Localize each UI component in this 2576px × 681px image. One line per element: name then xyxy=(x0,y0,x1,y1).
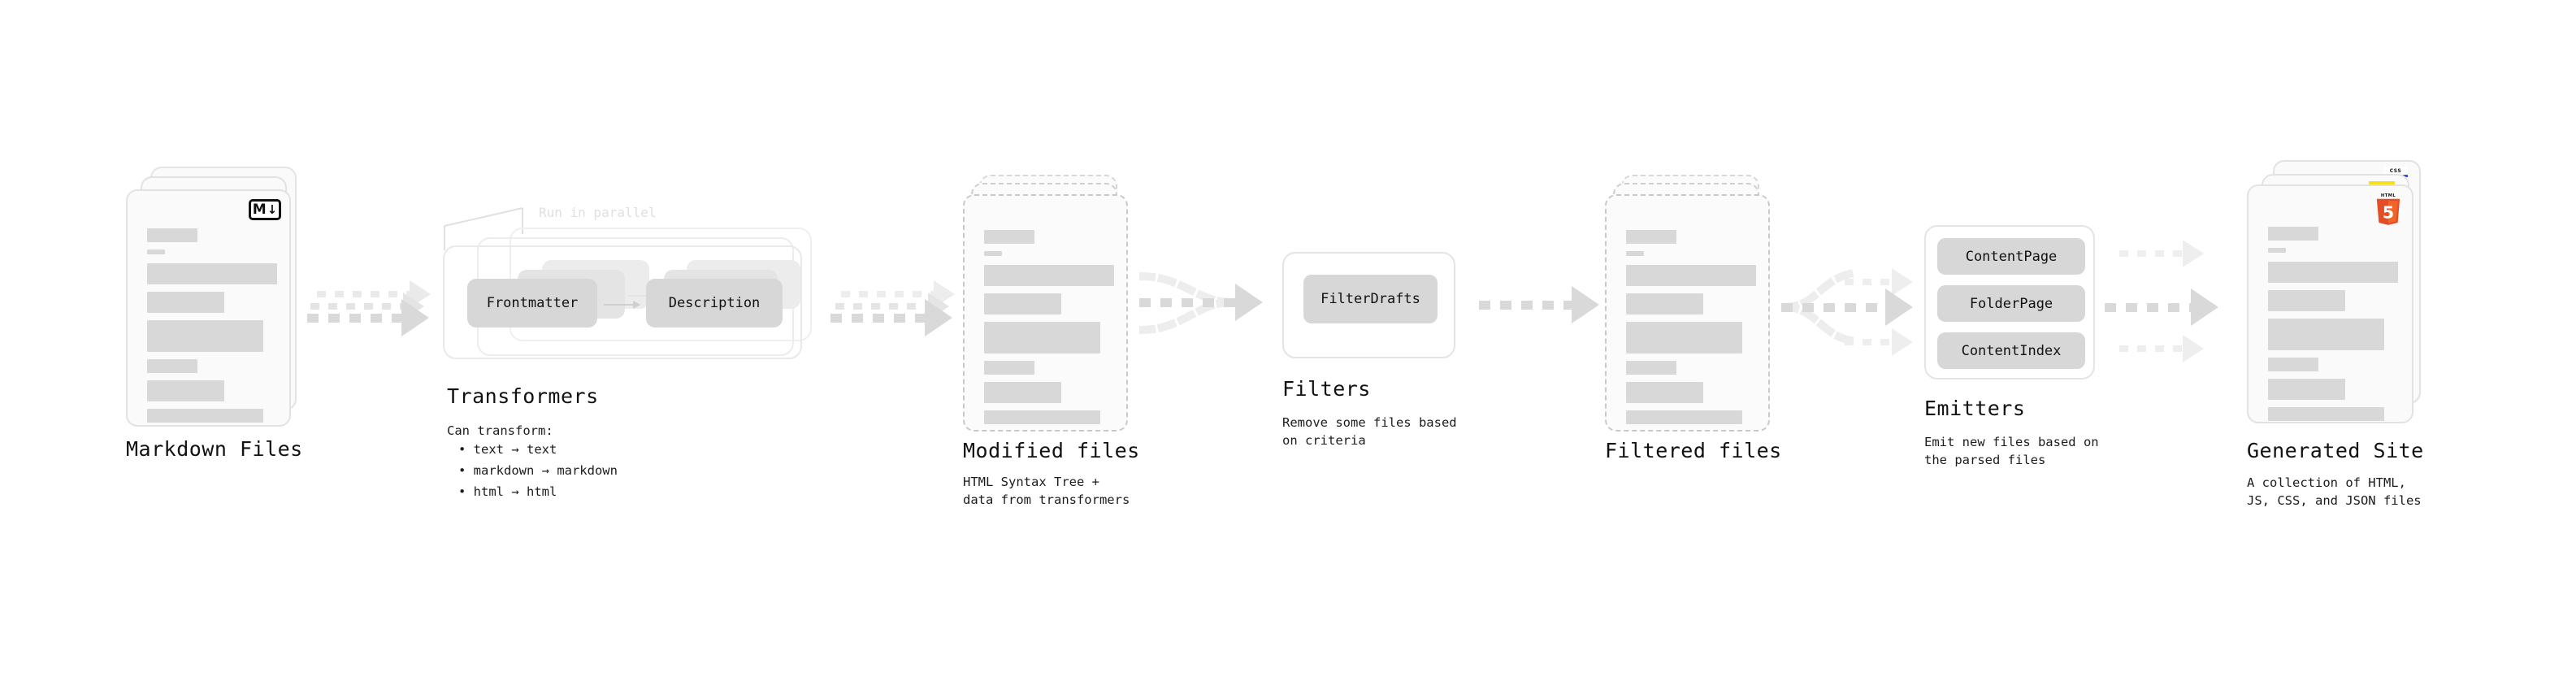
skeleton-bar xyxy=(2268,227,2318,241)
markdown-badge-icon: M ↓ xyxy=(249,199,281,220)
flow-arrow-6-top xyxy=(2119,240,2204,267)
emitters-sub: Emit new files based on the parsed files xyxy=(1924,435,2099,467)
filters-sub: Remove some files based on criteria xyxy=(1282,415,1457,448)
transformer-connector-front xyxy=(604,301,640,309)
emitter-chip-contentindex[interactable]: ContentIndex xyxy=(1937,332,2085,369)
emitters-caption: Emitters xyxy=(1924,397,2026,420)
modified-files-sub: HTML Syntax Tree + data from transformer… xyxy=(963,475,1130,507)
skeleton-bar xyxy=(1626,230,1676,244)
modified-sheet-front xyxy=(963,194,1128,432)
skeleton-bar xyxy=(147,359,197,373)
skeleton-bar xyxy=(984,251,1002,256)
flow-arrow-3-front xyxy=(1139,284,1263,321)
skeleton-bar xyxy=(2268,262,2398,283)
transformers-group: Run in parallel Frontmatter Description xyxy=(443,195,825,366)
skeleton-bar xyxy=(1626,322,1742,354)
transformers-sub-item-1: • markdown → markdown xyxy=(458,463,618,478)
markdown-sheet-front: M ↓ xyxy=(126,189,291,427)
skeleton-bar xyxy=(2268,290,2345,311)
skeleton-bar xyxy=(984,361,1034,375)
filtered-skeleton-bars xyxy=(1626,230,1756,432)
skeleton-bar xyxy=(147,249,165,254)
transformer-pill-frontmatter[interactable]: Frontmatter xyxy=(467,279,597,327)
skeleton-bar xyxy=(147,263,277,284)
filter-chip-filterdrafts[interactable]: FilterDrafts xyxy=(1303,275,1438,323)
skeleton-bar xyxy=(2268,358,2318,371)
markdown-files-caption: Markdown Files xyxy=(126,437,303,461)
css-badge-label: CSS xyxy=(2389,168,2402,174)
generated-site-sub: A collection of HTML, JS, CSS, and JSON … xyxy=(2247,475,2422,508)
skeleton-bar xyxy=(984,230,1034,244)
modified-files-caption: Modified files xyxy=(963,439,1140,462)
markdown-files-stack: M ↓ xyxy=(126,167,301,427)
skeleton-bar xyxy=(2268,248,2286,253)
flow-arrow-6-mid xyxy=(2105,288,2218,326)
filtered-files-stack xyxy=(1605,175,1780,435)
skeleton-bar xyxy=(984,410,1100,424)
generated-skeleton-bars xyxy=(2268,227,2398,428)
skeleton-bar xyxy=(1626,382,1703,403)
skeleton-bar xyxy=(1626,251,1644,256)
modified-skeleton-bars xyxy=(984,230,1114,432)
generated-site-caption: Generated Site xyxy=(2247,439,2424,462)
filtered-files-caption: Filtered files xyxy=(1605,439,1782,462)
skeleton-bar xyxy=(2268,379,2345,400)
flow-arrow-6-bottom xyxy=(2119,335,2204,362)
skeleton-bar xyxy=(984,322,1100,354)
generated-sheet-front: HTML 5 xyxy=(2247,184,2413,423)
skeleton-bar xyxy=(984,293,1061,314)
skeleton-bar xyxy=(147,380,224,401)
transformer-pill-description[interactable]: Description xyxy=(646,279,783,327)
markdown-badge-arrow: ↓ xyxy=(267,202,278,217)
emitters-box: ContentPage FolderPage ContentIndex xyxy=(1924,225,2095,380)
skeleton-bar xyxy=(1626,410,1742,424)
filters-box: FilterDrafts xyxy=(1282,252,1455,358)
transformers-caption: Transformers xyxy=(447,384,599,408)
transformer-panel-front xyxy=(443,245,802,359)
transformers-sub-item-0: • text → text xyxy=(458,442,557,457)
transformers-sub-item-2: • html → html xyxy=(458,484,557,499)
svg-text:HTML: HTML xyxy=(2381,193,2396,198)
skeleton-bar xyxy=(147,320,263,352)
flow-arrow-5-bottom xyxy=(1845,328,1913,356)
filters-caption: Filters xyxy=(1282,377,1371,401)
skeleton-bar xyxy=(984,382,1061,403)
skeleton-bar xyxy=(2268,319,2384,350)
skeleton-bar xyxy=(1626,361,1676,375)
skeleton-bar xyxy=(2268,407,2384,421)
flow-arrow-5-mid xyxy=(1781,288,1913,326)
generated-site-stack: CSS HTML 5 xyxy=(2247,160,2426,428)
flow-arrow-4 xyxy=(1479,286,1599,323)
markdown-badge-letter: M xyxy=(252,201,267,218)
skeleton-bar xyxy=(984,265,1114,286)
flow-arrow-1-front xyxy=(307,299,429,336)
modified-files-stack xyxy=(963,175,1138,435)
transformers-sub-heading: Can transform: xyxy=(447,423,553,438)
skeleton-bar xyxy=(147,292,224,313)
run-in-parallel-bracket xyxy=(444,207,523,250)
skeleton-bar xyxy=(147,228,197,242)
skeleton-bar xyxy=(1626,265,1756,286)
svg-text:5: 5 xyxy=(2383,202,2394,222)
skeleton-bar xyxy=(1626,293,1703,314)
skeleton-bar xyxy=(147,409,263,423)
markdown-skeleton-bars xyxy=(147,228,277,430)
emitter-chip-contentpage[interactable]: ContentPage xyxy=(1937,238,2085,275)
html5-badge-icon: HTML 5 xyxy=(2376,193,2400,225)
run-in-parallel-note: Run in parallel xyxy=(539,205,657,220)
flow-arrow-2-front xyxy=(830,299,952,336)
emitter-chip-folderpage[interactable]: FolderPage xyxy=(1937,285,2085,322)
filtered-sheet-front xyxy=(1605,194,1770,432)
